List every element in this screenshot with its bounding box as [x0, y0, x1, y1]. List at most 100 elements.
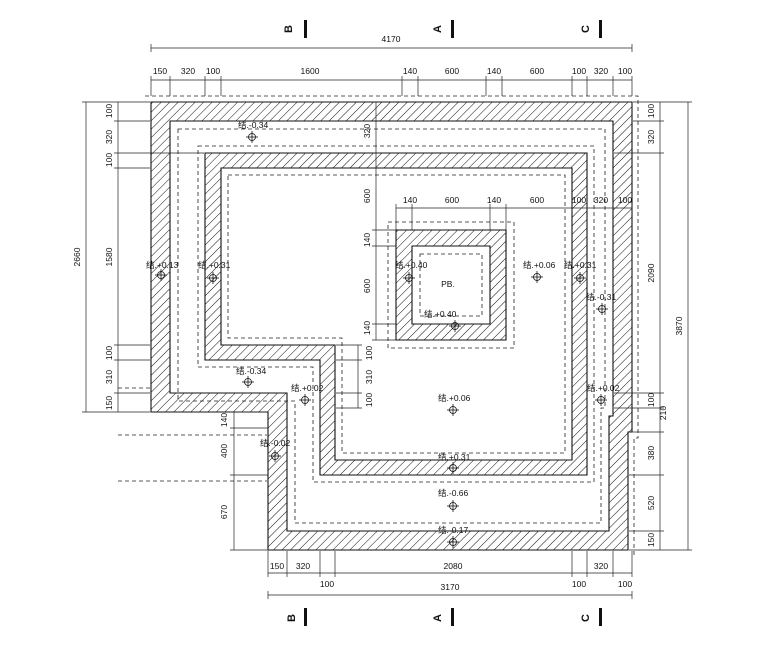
elevation-marker-icon [449, 320, 461, 332]
elevation-label: 结.-0.34 [238, 120, 269, 130]
dim-top-part: 140 [487, 66, 501, 76]
axis-marker-b-bottom: B [286, 608, 307, 626]
dim-inner-top-part: 100 [618, 195, 632, 205]
svg-text:C: C [580, 614, 592, 622]
dim-top-part: 600 [530, 66, 544, 76]
dim-left-part: 100 [104, 153, 114, 167]
dim-left-total: 2660 [72, 247, 82, 266]
dim-top-part: 320 [594, 66, 608, 76]
dim-top-part: 100 [206, 66, 220, 76]
elevation-marker-icon [242, 376, 254, 388]
dim-right-part: 380 [646, 446, 656, 460]
elevation-marker-icon [246, 131, 258, 143]
inner-vertical-dimension-chain: 320 600 140 600 140 [362, 102, 396, 341]
dim-inner-vertical: 320 [362, 124, 372, 138]
svg-text:A: A [432, 25, 444, 33]
inner-wall [204, 152, 588, 476]
axis-marker-b-top: B [283, 20, 307, 38]
axis-marker-c-top: C [580, 20, 602, 38]
dim-right-part: 520 [646, 496, 656, 510]
bottom-dimension-chain: 150 320 100 2080 100 320 100 3170 [267, 551, 632, 599]
elevation-label: 结.-0.34 [236, 366, 267, 376]
dim-top-part: 320 [181, 66, 195, 76]
dim-right-total: 3870 [674, 316, 684, 335]
dim-inner-top-part: 140 [487, 195, 501, 205]
dim-step-part: 100 [364, 346, 374, 360]
dim-lower-left-part: 140 [219, 413, 229, 427]
dim-bottom-part: 2080 [444, 561, 463, 571]
dim-top-part: 100 [572, 66, 586, 76]
elevation-marker-icon [447, 536, 459, 548]
dim-inner-vertical: 600 [362, 279, 372, 293]
elevation-label: 结.+0.06 [438, 393, 471, 403]
dim-left-part: 310 [104, 370, 114, 384]
elevation-marker-icon [403, 272, 415, 284]
dim-right-part: 150 [646, 533, 656, 547]
inner-top-dimension-chain: 140 600 140 600 100 320 100 [395, 195, 632, 230]
dim-inner-top-part: 140 [403, 195, 417, 205]
dim-lower-left-part: 670 [219, 505, 229, 519]
dim-inner-top-part: 600 [445, 195, 459, 205]
elevation-marker-icon [299, 394, 311, 406]
svg-text:C: C [580, 25, 592, 33]
elevation-label: 结.+0.06 [523, 260, 556, 270]
pit-wall [395, 229, 507, 341]
dim-inner-top-part: 100 [572, 195, 586, 205]
elevation-marker-icon [269, 450, 281, 462]
elevation-label: 结.+0.02 [291, 383, 324, 393]
axis-marker-a-top: A [432, 20, 454, 38]
dim-left-part: 100 [104, 346, 114, 360]
dim-inner-top-part: 320 [594, 195, 608, 205]
dim-bottom-part: 100 [572, 579, 586, 589]
dim-step-part: 310 [364, 370, 374, 384]
dim-left-part: 1580 [104, 247, 114, 266]
elevation-labels: 结.-0.34 结.+0.13 结.+0.31 结.+0.40 结.+0.06 … [146, 120, 620, 535]
axis-markers-bottom: B A C [286, 608, 602, 626]
elevation-marker-icon [447, 404, 459, 416]
dim-right-part: 320 [646, 130, 656, 144]
dim-top-part: 600 [445, 66, 459, 76]
top-dimension-chain: 4170 150 320 100 1600 140 600 140 600 10… [150, 34, 632, 96]
elevation-label: 结.+0.13 [146, 260, 179, 270]
dim-bottom-part: 320 [594, 561, 608, 571]
dim-right-part: 210 [658, 406, 668, 420]
elevation-marker-icon [574, 272, 586, 284]
svg-text:A: A [432, 614, 444, 622]
elevation-label: 结.+0.40 [424, 309, 457, 319]
dim-top-part: 100 [618, 66, 632, 76]
elevation-markers [155, 131, 608, 548]
elevation-marker-icon [447, 462, 459, 474]
axis-marker-c-bottom: C [580, 608, 602, 626]
svg-text:B: B [286, 614, 298, 622]
elevation-marker-icon [531, 271, 543, 283]
dim-step-part: 100 [364, 393, 374, 407]
elevation-label: 结.-0.66 [438, 488, 469, 498]
dim-right-part: 100 [646, 104, 656, 118]
step-dimension-chain: 100 310 100 [336, 344, 374, 409]
axis-marker-a-bottom: A [432, 608, 454, 626]
dim-left-part: 150 [104, 396, 114, 410]
elevation-label: 结.-0.17 [438, 525, 469, 535]
dim-right-upper: 2090 [646, 263, 656, 282]
elevation-marker-icon [595, 394, 607, 406]
elevation-label: 结.+0.40 [395, 260, 428, 270]
axis-markers-top: B A C [283, 20, 602, 38]
dim-top-total: 4170 [382, 34, 401, 44]
dim-top-part: 150 [153, 66, 167, 76]
elevation-marker-icon [207, 272, 219, 284]
elevation-marker-icon [596, 303, 608, 315]
dim-inner-vertical: 600 [362, 189, 372, 203]
pit-label: PB. [441, 279, 455, 289]
elevation-label: 结.-0.02 [260, 438, 291, 448]
dim-bottom-total: 3170 [441, 582, 460, 592]
elevation-marker-icon [447, 500, 459, 512]
dim-inner-vertical: 140 [362, 233, 372, 247]
elevation-label: 结.-0.31 [586, 292, 617, 302]
dim-bottom-part: 320 [296, 561, 310, 571]
elevation-label: 结.+0.31 [564, 260, 597, 270]
dim-inner-vertical: 140 [362, 321, 372, 335]
lower-left-dimension-chain: 140 400 670 [219, 411, 268, 551]
dim-bottom-part: 150 [270, 561, 284, 571]
dim-lower-left-part: 400 [219, 444, 229, 458]
